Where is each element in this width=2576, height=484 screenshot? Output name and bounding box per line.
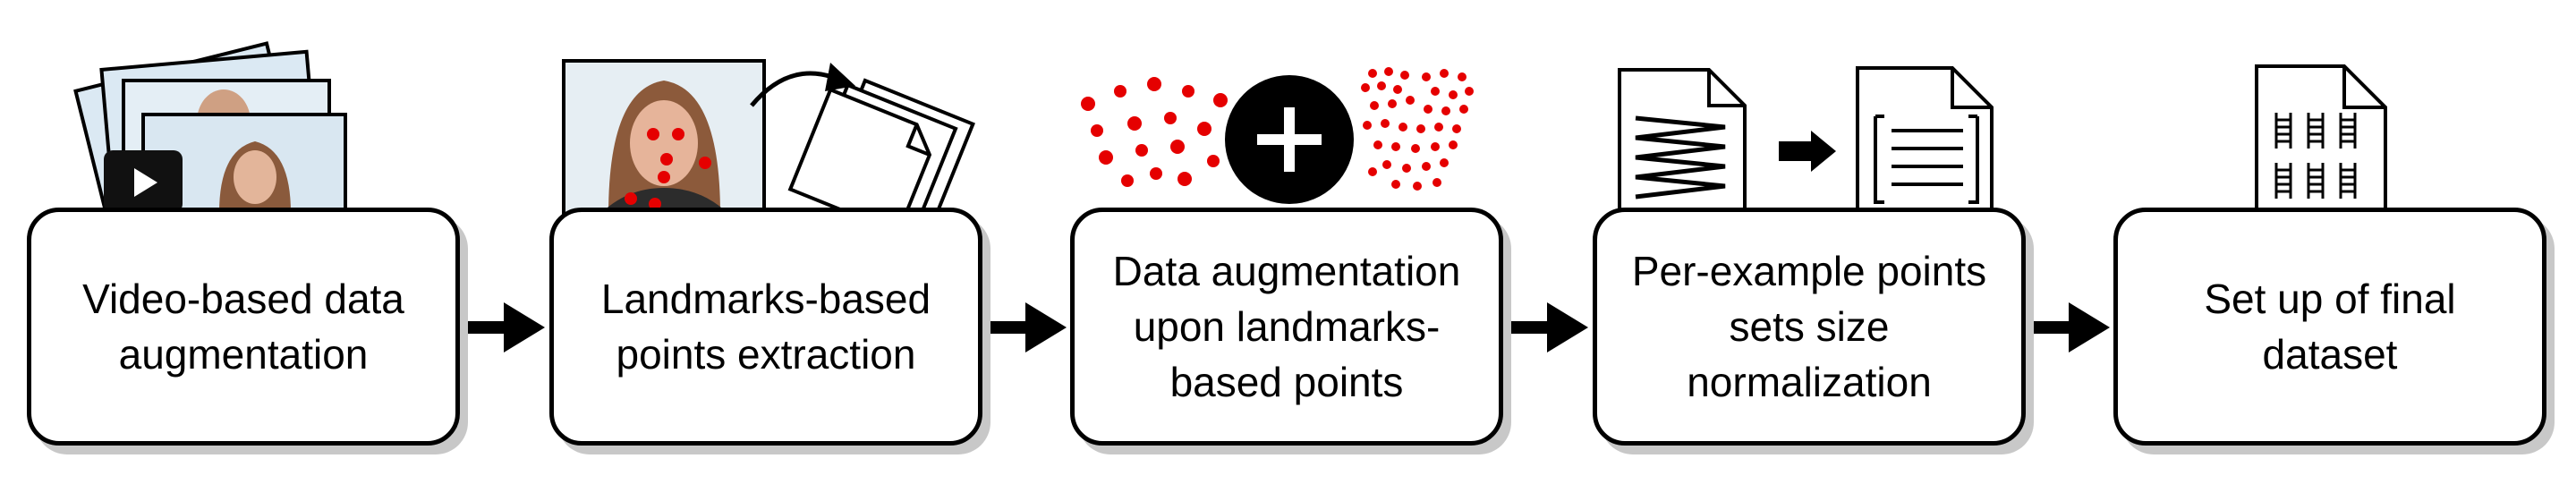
step-points-augmentation: Data augmentation upon landmarks-based p… — [1070, 208, 1503, 446]
size-normalization-icon — [1618, 66, 1994, 215]
step-label: Video-based data augmentation — [82, 276, 404, 378]
step-points-extraction: Landmarks-based points extraction — [549, 208, 982, 446]
step-label: Set up of final dataset — [2204, 276, 2456, 378]
step-final-dataset: Set up of final dataset — [2113, 208, 2546, 446]
flow-arrow — [984, 302, 1067, 352]
dataset-document-icon — [2255, 64, 2387, 215]
points-augmentation-icon — [1081, 67, 1474, 204]
step-label: Per-example points sets size normalizati… — [1631, 248, 1987, 405]
step-label: Landmarks-based points extraction — [600, 276, 931, 378]
flow-arrow — [2028, 302, 2110, 352]
step-label: Data augmentation upon landmarks-based p… — [1112, 248, 1461, 405]
step-size-normalization: Per-example points sets size normalizati… — [1593, 208, 2026, 446]
face-landmarks-icon — [562, 59, 975, 215]
video-frames-icon — [73, 41, 347, 213]
flow-arrow — [463, 302, 545, 352]
step-video-augmentation: Video-based data augmentation — [27, 208, 460, 446]
flow-arrow — [1506, 302, 1588, 352]
